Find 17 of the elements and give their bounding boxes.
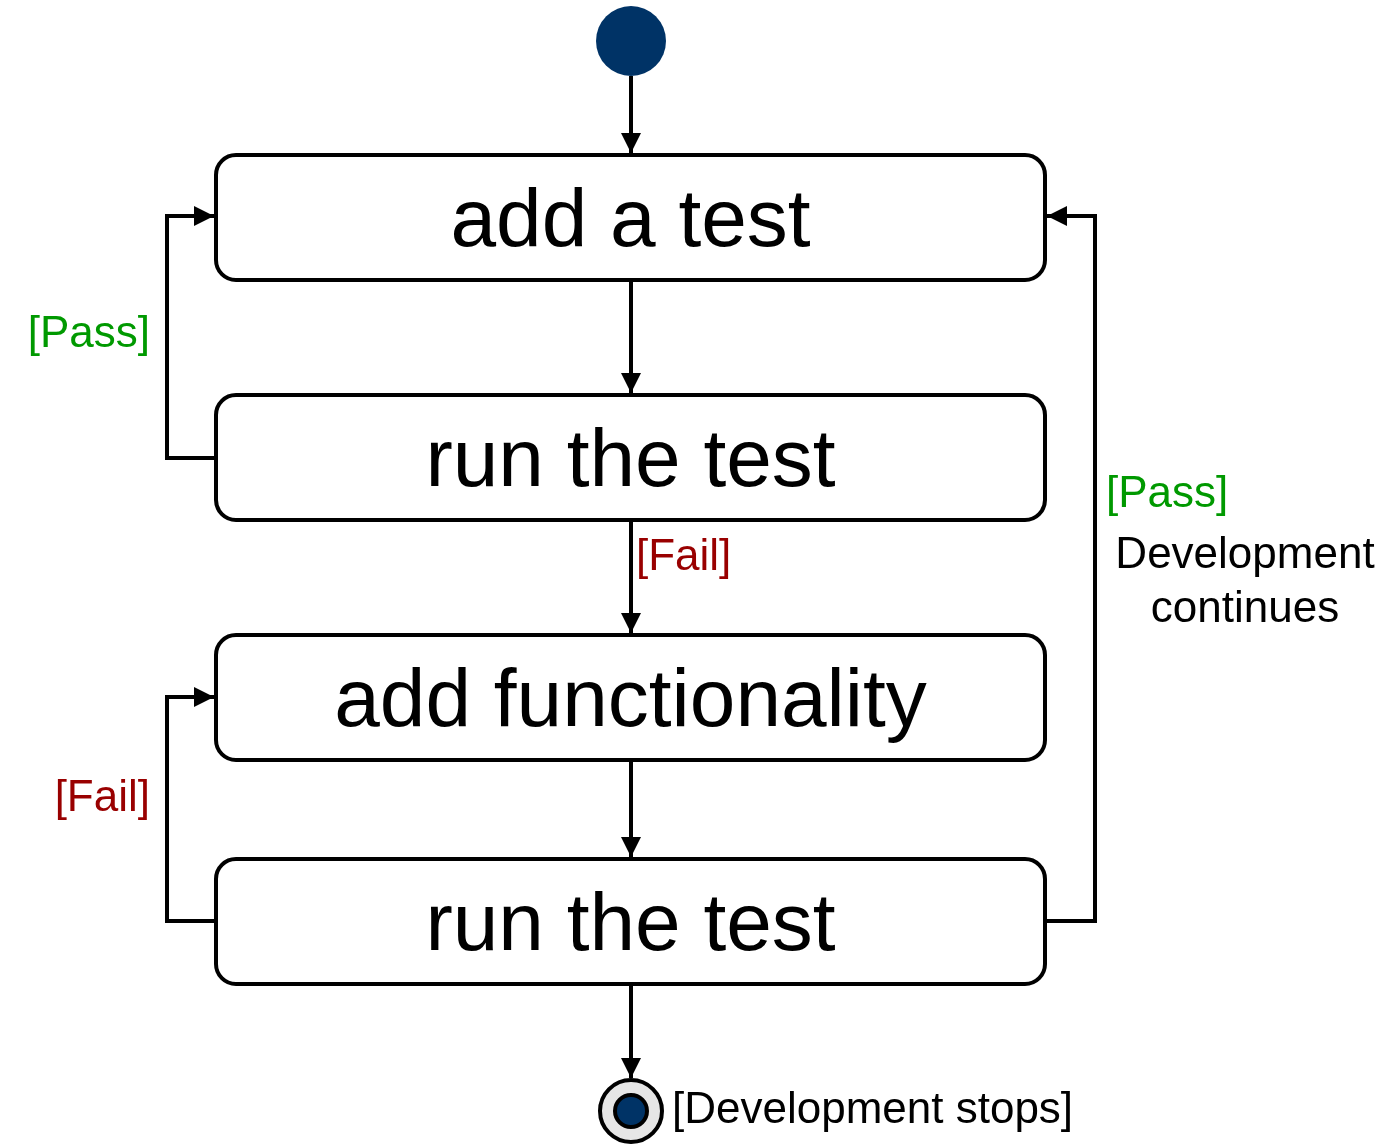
arrow [621,282,641,393]
arrow [621,522,641,633]
arrow [1047,206,1097,923]
arrow [165,687,214,923]
activity-box [214,393,1047,522]
arrow [165,206,214,460]
activity-label: run the test [425,416,836,499]
activity-box [214,857,1047,986]
arrow [621,986,641,1078]
activity-label: run the test [425,880,836,963]
arrow [621,762,641,857]
activity-box [214,153,1047,282]
activity-label: add a test [450,176,811,259]
arrow [621,76,641,153]
activity-box [214,633,1047,762]
end-label: [Development stops] [672,1086,1074,1130]
note-text: Development continues [1114,527,1376,633]
